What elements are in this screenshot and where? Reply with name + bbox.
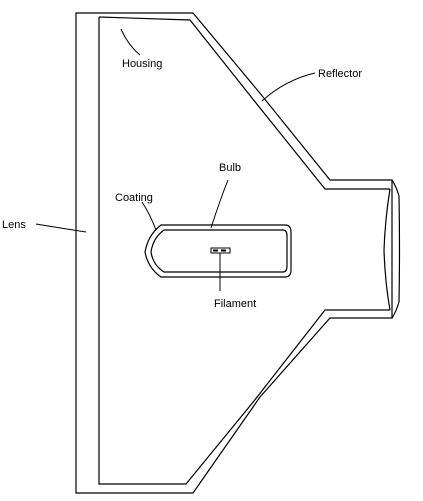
reflector-leader [261, 72, 316, 102]
bulb-leader [210, 179, 229, 229]
leader-lines [35, 28, 316, 291]
housing-label: Housing [122, 58, 162, 70]
lens-leader [35, 223, 87, 233]
housing-leader [120, 28, 141, 56]
filament-label: Filament [214, 298, 256, 310]
lens-label: Lens [2, 219, 26, 231]
housing [96, 12, 393, 494]
coating-label: Coating [115, 192, 153, 204]
lens [75, 12, 98, 494]
filament [210, 247, 231, 254]
bulb [144, 224, 292, 278]
coating-leader [141, 201, 157, 231]
rear-neck [383, 179, 401, 319]
bulb-label: Bulb [219, 162, 241, 174]
reflector-label: Reflector [318, 68, 362, 80]
